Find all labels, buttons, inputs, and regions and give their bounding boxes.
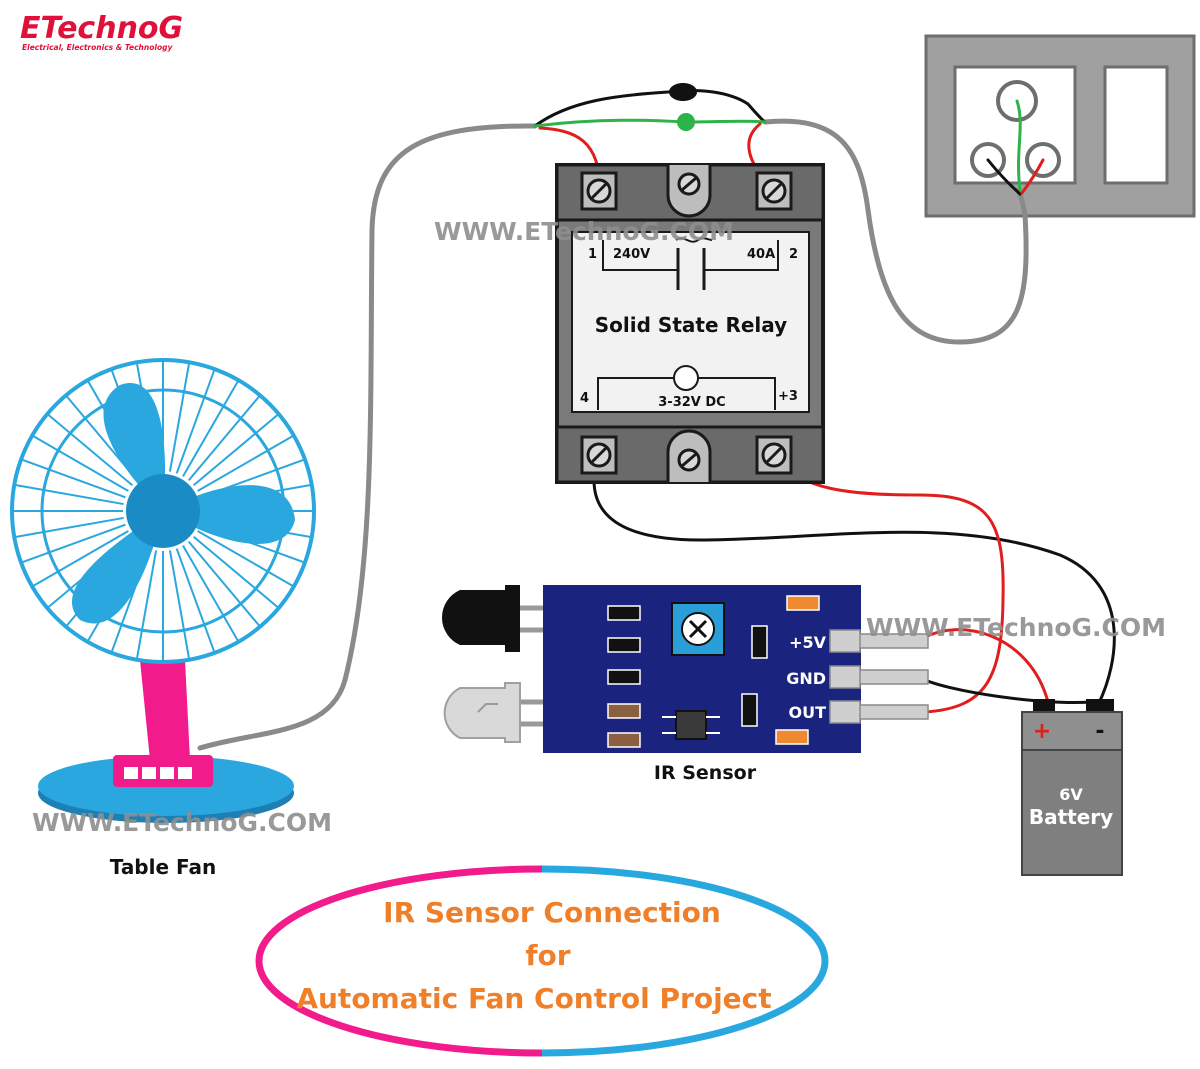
title-line-2: for: [525, 939, 570, 972]
wire-joint-green: [677, 113, 695, 131]
wiring: [197, 83, 1116, 751]
ir-emitter-led: [443, 682, 521, 743]
fan-guard-spoke: [32, 435, 129, 492]
socket-neutral-wire: [986, 158, 1022, 196]
fan-guard-spoke: [175, 548, 216, 653]
gnd-wire: [918, 676, 1094, 704]
brand-logo: ETechnoG Electrical, Electronics & Techn…: [20, 11, 183, 52]
ir-sensor-module: +5V GND OUT IR Sensor: [441, 585, 929, 784]
fan-guard-spoke: [182, 545, 239, 642]
relay-current-rating: 40A: [747, 247, 775, 262]
relay-terminal-1: 1: [588, 247, 597, 262]
fan-guard-spoke: [135, 550, 158, 659]
relay-negative-wire: [592, 453, 1116, 707]
fan-guard-spoke: [192, 413, 279, 487]
ir-receiver-led: [441, 585, 520, 652]
title-line-1: IR Sensor Connection: [383, 896, 721, 929]
fan-guard-spoke: [197, 435, 294, 492]
wire-joint-black: [669, 83, 697, 101]
watermark-top: WWW.ETechnoG.COM: [434, 217, 734, 246]
socket-live-wire: [1020, 158, 1045, 195]
sensor-label: IR Sensor: [654, 762, 757, 784]
fan-guard-spoke: [175, 369, 216, 474]
fan-guard-spoke: [15, 483, 124, 506]
fan-label: Table Fan: [110, 855, 216, 879]
socket-cable: [762, 118, 1029, 345]
battery-plus: +: [1033, 719, 1051, 744]
earth-wire-top: [533, 118, 767, 128]
comparator-ic: [675, 710, 707, 740]
fan-guard-spoke: [197, 530, 294, 587]
fan-guard-spoke: [47, 413, 134, 487]
battery-minus: -: [1095, 719, 1104, 744]
fan-power-cable: [197, 123, 538, 751]
relay-terminal-4: 4: [580, 391, 589, 406]
fan-guard-spoke: [192, 535, 279, 609]
title-line-3: Automatic Fan Control Project: [296, 982, 771, 1015]
relay-dc-range: 3-32V DC: [658, 395, 725, 410]
pin-vcc-label: +5V: [789, 633, 827, 652]
socket-earth-wire: [1015, 99, 1022, 192]
solid-state-relay: 1 240V 40A 2 Solid State Relay 4 3-32V D…: [555, 163, 825, 484]
title-badge: IR Sensor Connection for Automatic Fan C…: [255, 865, 829, 1057]
fan-guard-spoke: [32, 530, 129, 587]
relay-ac-voltage: 240V: [613, 247, 650, 262]
fan-guard-spoke: [15, 516, 124, 539]
vcc-wire: [918, 628, 1050, 704]
fan-guard-spoke: [187, 540, 261, 627]
relay-terminal-3: +3: [778, 389, 798, 404]
battery-voltage: 6V: [1059, 785, 1083, 804]
logo-tagline: Electrical, Electronics & Technology: [22, 43, 173, 52]
fan-guard-spoke: [168, 363, 191, 472]
pin-out-label: OUT: [788, 703, 826, 722]
relay-terminal-2: 2: [789, 247, 798, 262]
watermark-right: WWW.ETechnoG.COM: [866, 613, 1166, 642]
relay-title: Solid State Relay: [595, 313, 787, 337]
pin-gnd-label: GND: [786, 669, 826, 688]
table-fan: Table Fan: [10, 358, 316, 879]
fan-guard-spoke: [187, 395, 261, 482]
relay-signal-wire: [776, 456, 1005, 714]
logo-brand: ETechnoG: [20, 11, 183, 46]
relay-led-indicator: [673, 365, 699, 391]
fan-guard-spoke: [21, 523, 126, 564]
battery-label: Battery: [1029, 805, 1113, 829]
watermark-bottom: WWW.ETechnoG.COM: [32, 808, 332, 837]
fan-hub: [126, 474, 200, 548]
fan-guard-spoke: [21, 458, 126, 499]
battery-6v: + - 6V Battery: [1021, 699, 1123, 876]
wall-socket: [924, 34, 1196, 218]
fan-guard-spoke: [168, 550, 191, 659]
fan-guard-spoke: [182, 380, 239, 477]
